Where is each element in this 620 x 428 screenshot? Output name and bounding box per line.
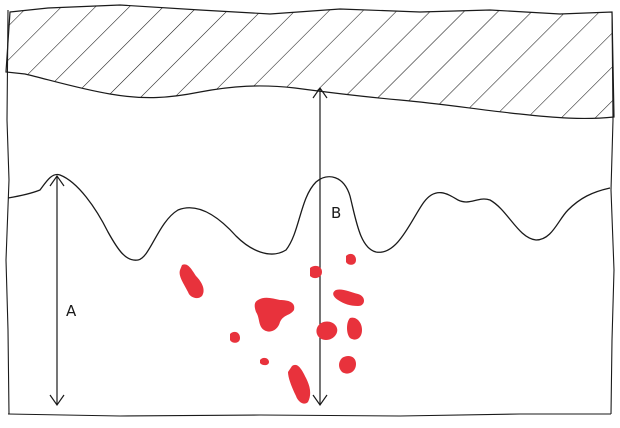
red-spot: [339, 356, 356, 374]
arrow-a: [50, 176, 64, 405]
label-a: A: [66, 302, 77, 320]
red-spot: [180, 264, 204, 298]
red-spot: [333, 289, 364, 306]
red-spot: [346, 254, 356, 265]
arrow-b: [313, 88, 327, 405]
red-spot: [347, 318, 362, 340]
hatched-top-layer: [6, 5, 614, 118]
red-spot: [260, 358, 269, 365]
red-spot: [316, 322, 337, 341]
bottom-border: [8, 414, 611, 416]
label-b: B: [331, 204, 341, 222]
wavy-boundary: [8, 174, 610, 260]
red-spots: [180, 254, 364, 404]
red-spot: [288, 365, 310, 404]
red-spot: [230, 332, 240, 343]
red-spot: [255, 298, 295, 332]
